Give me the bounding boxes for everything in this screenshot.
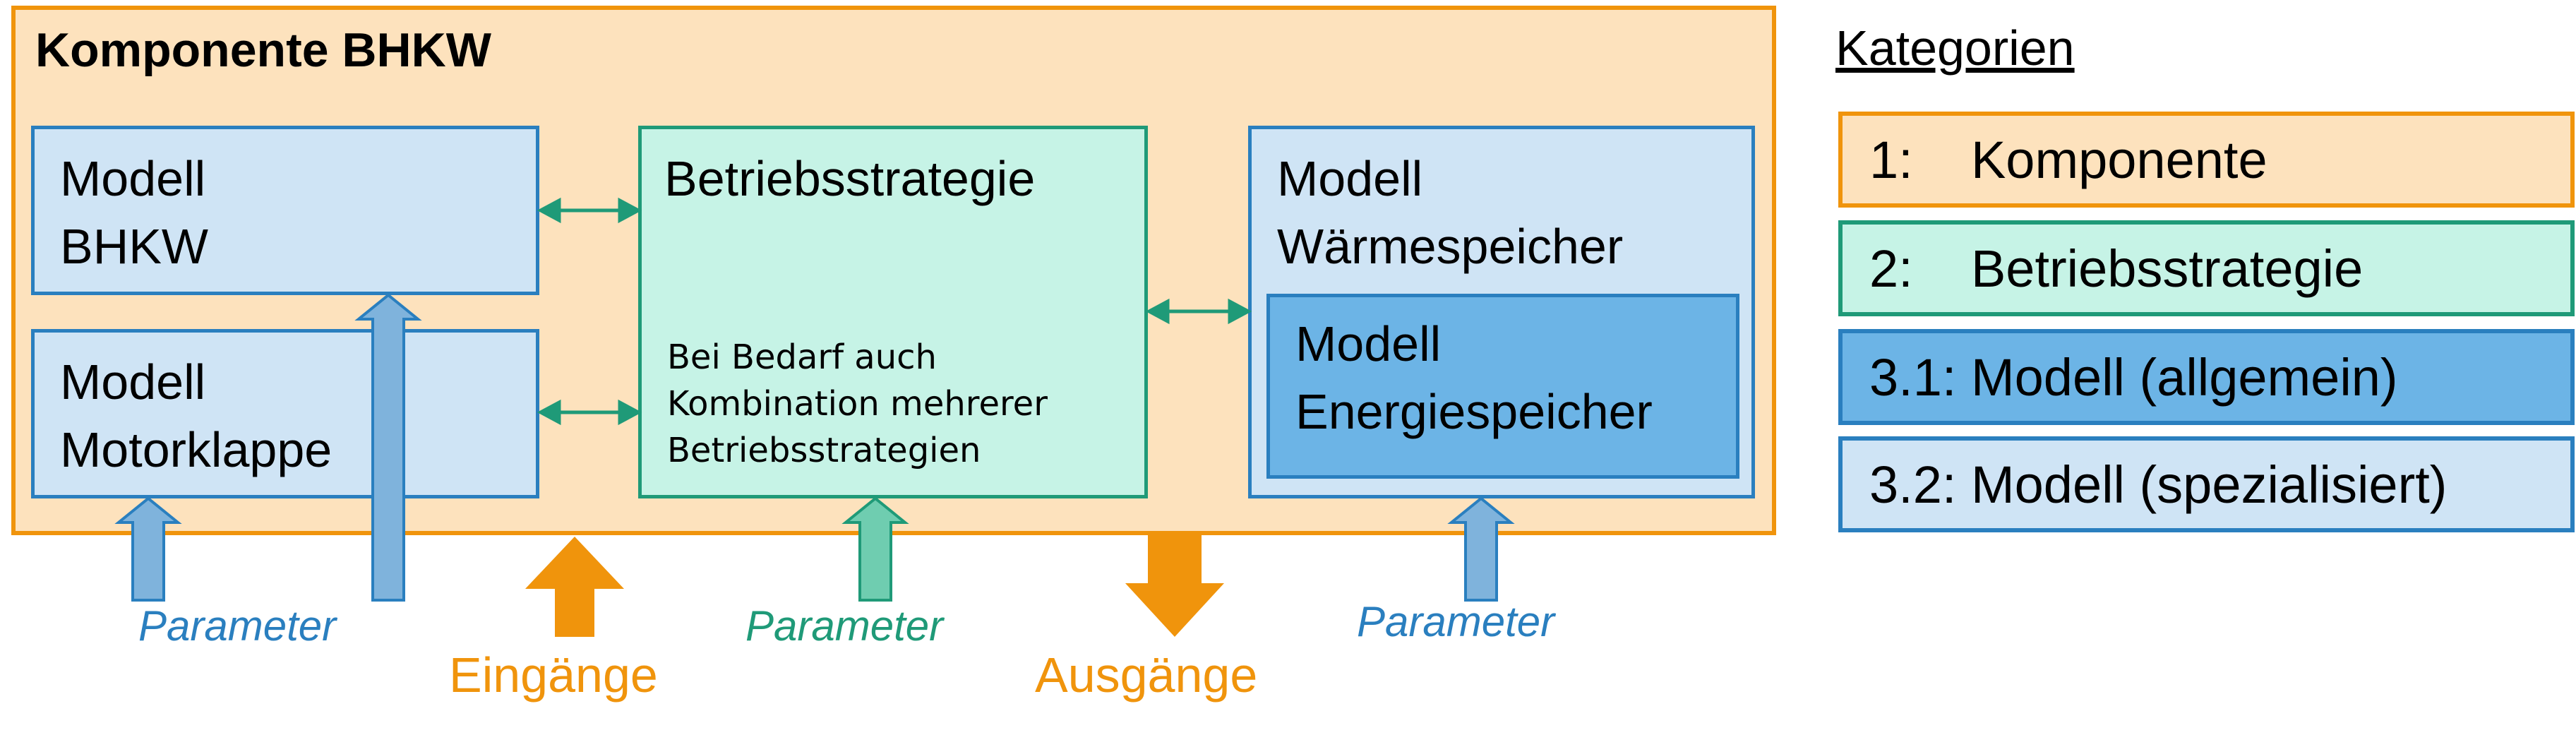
betriebsstrategie-title: Betriebsstrategie [664,151,1036,206]
legend-item-modell-spezialisiert: 3.2: Modell (spezialisiert) [1838,436,2575,532]
param-arrow-motorklappe-left [114,496,182,602]
inputs-label: Eingänge [449,647,658,703]
inputs-arrow [525,537,624,637]
model-bhkw-box: Modell BHKW [31,126,539,295]
betriebsstrategie-note: Bei Bedarf auch Kombination mehrerer Bet… [667,337,1048,470]
betriebsstrategie-box: Betriebsstrategie Bei Bedarf auch Kombin… [638,126,1148,498]
model-motorklappe-box: Modell Motorklappe [31,329,539,498]
parameter-label-left: Parameter [138,602,337,650]
param-arrow-strategie [841,496,909,602]
legend-item-betriebsstrategie: 2: Betriebsstrategie [1838,220,2575,316]
component-title: Komponente BHKW [35,23,491,77]
double-arrow-motorklappe-strategie [537,399,642,426]
legend-item-modell-allgemein: 3.1: Modell (allgemein) [1838,329,2575,425]
parameter-label-mid: Parameter [745,602,944,650]
param-arrow-motorklappe-bhkw [354,293,422,602]
legend-item-komponente: 1: Komponente [1838,112,2575,208]
double-arrow-bhkw-strategie [537,197,642,224]
model-energiespeicher-box: Modell Energiespeicher [1266,294,1739,479]
legend-title: Kategorien [1835,20,2075,76]
param-arrow-waermespeicher [1447,496,1515,602]
outputs-arrow [1125,534,1224,637]
double-arrow-strategie-waermespeicher [1145,298,1252,325]
parameter-label-right: Parameter [1357,598,1555,645]
outputs-label: Ausgänge [1035,647,1258,703]
